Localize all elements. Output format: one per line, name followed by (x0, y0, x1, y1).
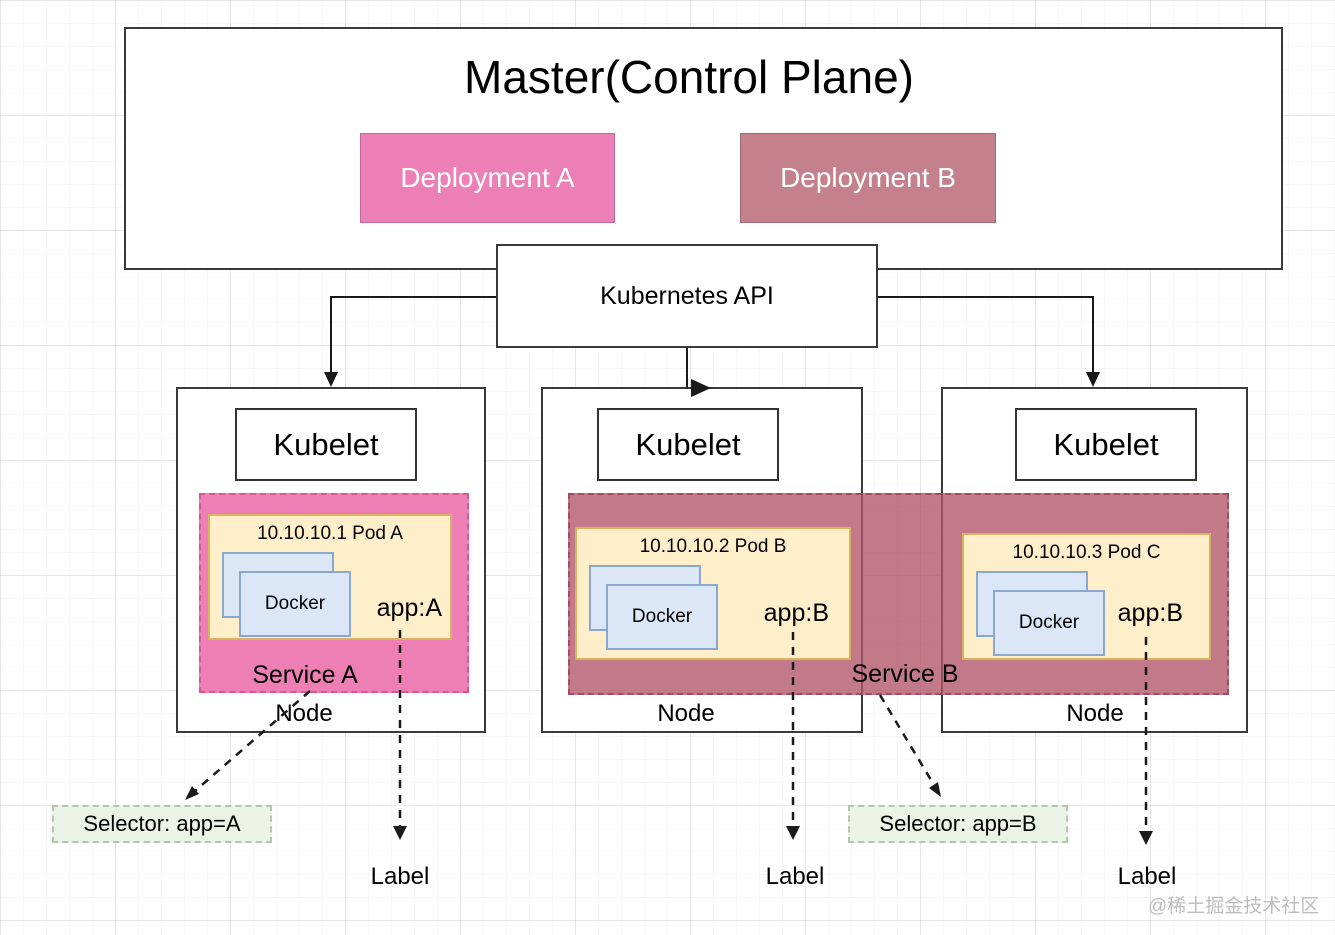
label-note-1: Label (370, 863, 430, 890)
master-title: Master(Control Plane) (464, 51, 914, 103)
pod-a-box: 10.10.10.1 Pod A Docker app:A (208, 514, 452, 640)
selector-a-box: Selector: app=A (52, 805, 272, 843)
selector-b-box: Selector: app=B (848, 805, 1068, 843)
pod-b-box: 10.10.10.2 Pod B Docker app:B (575, 527, 851, 660)
arrow-api-to-node3 (878, 296, 1100, 387)
pod-c-app-label: app:B (1117, 599, 1183, 627)
node-3-label: Node (1066, 700, 1124, 727)
pod-a-docker-box: Docker (239, 571, 351, 637)
pod-c-docker-label: Docker (1018, 612, 1080, 633)
service-b-label: Service B (851, 660, 959, 688)
label-note-2: Label (765, 863, 825, 890)
pod-b-title: 10.10.10.2 Pod B (639, 536, 787, 557)
pod-c-box: 10.10.10.3 Pod C Docker app:B (962, 533, 1211, 660)
arrow-api-to-node1 (324, 296, 496, 387)
selector-a-label: Selector: app=A (83, 811, 241, 836)
kubernetes-api-box: Kubernetes API (496, 244, 878, 348)
arrow-service-b-to-selector-b (878, 694, 941, 797)
pod-c-title: 10.10.10.3 Pod C (1012, 542, 1161, 563)
node-3-kubelet-box: Kubelet (1015, 408, 1197, 481)
node-1-kubelet-label: Kubelet (273, 426, 379, 462)
selector-b-label: Selector: app=B (879, 811, 1037, 836)
node-1-kubelet-box: Kubelet (235, 408, 417, 481)
pod-a-docker-label: Docker (264, 593, 326, 614)
node-2-kubelet-box: Kubelet (597, 408, 779, 481)
deployment-b-label: Deployment B (780, 162, 956, 193)
pod-a-title: 10.10.10.1 Pod A (257, 523, 403, 544)
master-control-plane-box (124, 27, 1283, 270)
node-1-label: Node (275, 700, 333, 727)
watermark: @稀土掘金技术社区 (1148, 896, 1320, 917)
pod-a-app-label: app:A (376, 594, 442, 622)
deployment-b-box: Deployment B (740, 133, 996, 223)
pod-c-docker-box: Docker (993, 590, 1105, 656)
service-a-label: Service A (252, 661, 358, 689)
node-3-kubelet-label: Kubelet (1053, 426, 1159, 462)
kubernetes-api-label: Kubernetes API (600, 281, 774, 310)
label-note-3: Label (1117, 863, 1177, 890)
deployment-a-box: Deployment A (360, 133, 615, 223)
pod-b-docker-label: Docker (631, 606, 693, 627)
pod-b-app-label: app:B (763, 599, 829, 627)
node-2-kubelet-label: Kubelet (635, 426, 741, 462)
node-2-label: Node (657, 700, 715, 727)
pod-b-docker-box: Docker (606, 584, 718, 650)
deployment-a-label: Deployment A (400, 162, 575, 193)
